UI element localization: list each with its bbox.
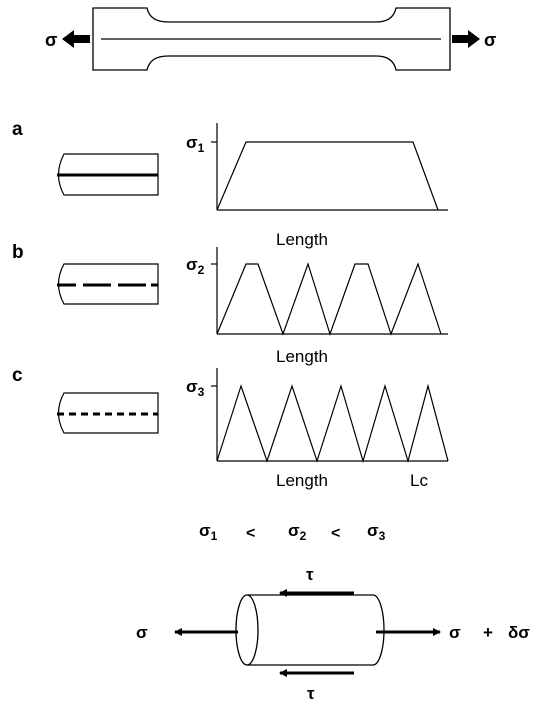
stress-profile-c bbox=[216, 383, 449, 464]
dog-bone-outline bbox=[92, 7, 451, 71]
element-plus: + bbox=[483, 623, 493, 642]
left-stress-label: σ bbox=[45, 30, 57, 50]
fiber-element: τ τ σ σ + δσ bbox=[136, 565, 530, 703]
panel-letter-b: b bbox=[12, 242, 24, 263]
panel-b: b σ2 Length bbox=[12, 242, 448, 366]
right-load-arrow bbox=[452, 30, 480, 48]
element-right-stress: σ bbox=[449, 623, 461, 642]
fiber-segment-c bbox=[57, 392, 159, 434]
panel-letter-a: a bbox=[12, 119, 23, 140]
relation-lt-1: < bbox=[246, 525, 255, 542]
panel-a: a σ1 Length bbox=[12, 119, 448, 249]
cylinder-body bbox=[247, 594, 385, 666]
tensile-specimen: σ σ bbox=[45, 7, 496, 71]
tau-top-label: τ bbox=[306, 565, 314, 584]
x-label-b: Length bbox=[276, 347, 328, 366]
relation-lt-2: < bbox=[331, 525, 340, 542]
element-delta-stress: δσ bbox=[508, 623, 530, 642]
x-label-a: Length bbox=[276, 230, 328, 249]
relation-s3: σ3 bbox=[367, 521, 386, 543]
panel-letter-c: c bbox=[12, 365, 23, 386]
y-label-b: σ2 bbox=[186, 255, 205, 277]
critical-length-label: Lc bbox=[410, 471, 428, 490]
relation-s2: σ2 bbox=[288, 521, 307, 543]
relation-s1: σ1 bbox=[199, 521, 218, 543]
fiber-segment-b bbox=[57, 263, 159, 305]
left-load-arrow bbox=[62, 30, 90, 48]
element-left-stress: σ bbox=[136, 623, 148, 642]
y-label-a: σ1 bbox=[186, 133, 205, 155]
right-stress-label: σ bbox=[484, 30, 496, 50]
x-label-c: Length bbox=[276, 471, 328, 490]
stress-profile-a bbox=[216, 141, 439, 211]
fiber-segment-a bbox=[57, 153, 159, 196]
y-label-c: σ3 bbox=[186, 377, 205, 399]
stress-profile-b bbox=[216, 262, 442, 336]
panel-c: c σ3 Length Lc bbox=[12, 365, 449, 490]
cylinder-left-face bbox=[235, 594, 259, 666]
stress-relation: σ1 < σ2 < σ3 bbox=[199, 521, 386, 543]
tau-bottom-label: τ bbox=[307, 684, 315, 703]
